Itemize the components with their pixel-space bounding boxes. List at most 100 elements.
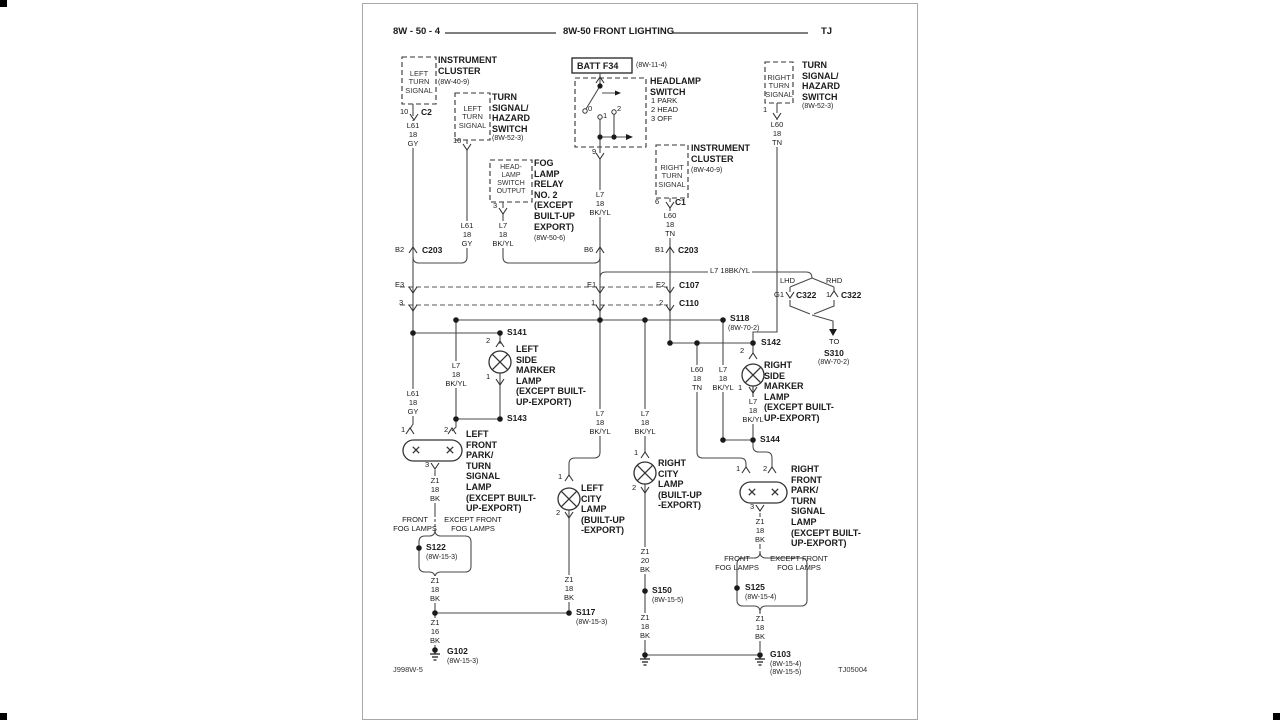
left-side-marker-lamp-icon [488,350,512,374]
hazard-left-pin: 10 [453,136,462,145]
splice-s117-ref: (8W-15-3) [576,619,608,626]
ground-g103: G103 [770,649,791,659]
c203-pin-b1: B1 [655,245,665,254]
left-city-pin2: 2 [556,508,561,517]
c322-rhd-pin: 1 [826,290,831,299]
to-s310-ref: (8W-70-2) [818,359,850,366]
c107-pin-e2: E2 [656,280,666,289]
wire-z1-left-mid: Z1 18 BK [428,576,442,603]
c2-connector-label: C2 [421,107,432,117]
hazard-left-box-label: LEFT TURN SIGNAL [458,104,487,130]
c110-pin-1: 1 [591,298,596,307]
hazard-switch-left-name: TURN SIGNAL/ HAZARD SWITCH [492,92,530,134]
wire-z1-right-park: Z1 18 BK [753,517,767,544]
c322-lhd-label: C322 [796,290,817,300]
headlamp-switch-name: HEADLAMP SWITCH [650,76,701,97]
fog-lamp-relay-name: FOG LAMP RELAY NO. 2 (EXCEPT BUILT-UP EX… [534,158,575,232]
wire-l7-left-city: L7 18 BK/YL [588,409,612,436]
to-s310-to: TO [829,337,840,346]
splice-s118-ref: (8W-70-2) [728,325,760,332]
c322-rhd-label: C322 [841,290,862,300]
c107-label: C107 [679,280,700,290]
wire-l61-c2: L61 18 GY [405,121,421,148]
right-city-name: RIGHT CITY LAMP (BUILT-UP -EXPORT) [658,458,702,511]
ground-symbols [430,650,765,666]
connector-pins-up [405,76,839,482]
to-s310-label: S310 [824,348,844,358]
right-side-marker-name: RIGHT SIDE MARKER LAMP (EXCEPT BUILT- UP… [764,360,834,424]
c2-pin-number: 10 [400,107,409,116]
splice-s125: S125 [745,582,765,592]
wire-z1-right-city: Z1 20 BK [638,547,652,574]
right-park-pin3: 3 [750,502,755,511]
right-park-pin1: 1 [736,464,741,473]
c110-pin-3: 3 [399,298,404,307]
lamp-symbols [402,350,788,511]
c203-label-left: C203 [422,245,443,255]
wire-z1-s125: Z1 18 BK [753,614,767,641]
wire-l61-left-park: L61 18 GY [405,389,421,416]
hazard-right-box-label: RIGHT TURN SIGNAL [765,73,793,99]
left-city-name: LEFT CITY LAMP (BUILT-UP -EXPORT) [581,483,625,536]
component-boxes [401,56,794,203]
right-city-lamp-icon [633,461,657,485]
headlamp-switch-symbol [582,90,633,140]
right-turn-signal-box-label: RIGHT TURN SIGNAL [658,163,686,189]
footer-left-code: J998W-5 [393,665,423,674]
left-park-pin3: 3 [425,460,430,469]
left-park-pin1: 1 [401,425,406,434]
switch-terminal-1: 1 [603,111,608,120]
ground-g102-ref: (8W-15-3) [447,658,479,665]
wire-l7-right-city: L7 18 BK/YL [633,409,657,436]
batt-fuse-label: BATT F34 [577,61,619,71]
branch-wire-label: L7 18BK/YL [708,266,753,276]
splice-s142: S142 [761,337,781,347]
wire-z1-left-city: Z1 18 BK [562,575,576,602]
headlamp-switch-pin9: 9 [592,147,597,156]
splice-s117: S117 [576,607,596,617]
batt-fuse-box [571,57,633,74]
fog-lamp-relay-ref: (8W-50-6) [534,235,566,242]
wire-z1-left-park: Z1 18 BK [428,476,442,503]
left-turn-signal-box-label: LEFT TURN SIGNAL [405,69,433,95]
wire-l60-c1: L60 18 TN [662,211,678,238]
right-marker-pin1: 1 [738,383,743,392]
instrument-cluster-left-name: INSTRUMENT CLUSTER [438,55,497,76]
vehicle-code: TJ [821,26,833,37]
connector-rows [400,286,668,306]
g103-ground-icon-2 [755,655,765,666]
switch-terminal-2: 2 [617,104,622,113]
right-marker-pin2: 2 [740,346,745,355]
wire-l7-right-marker: L7 18 BK/YL [741,397,765,424]
splice-s122: S122 [426,542,446,552]
left-park-turn-lamp-icon [402,439,463,462]
right-city-pin1: 1 [634,448,639,457]
splice-s141: S141 [507,327,527,337]
hazard-switch-left-ref: (8W-52-3) [492,135,524,142]
right-park-turn-name: RIGHT FRONT PARK/ TURN SIGNAL LAMP (EXCE… [791,464,861,549]
page-number: 8W - 50 - 4 [393,26,440,37]
c1-pin-number: 6 [655,197,660,206]
wire-l61-ts: L61 18 GY [459,221,475,248]
fog-relay-pin: 3 [493,201,498,210]
left-city-pin1: 1 [558,472,563,481]
c110-pin-2: 2 [659,298,664,307]
option-front-fog-right: FRONT FOG LAMPS [715,554,759,572]
option-except-front-fog-right: EXCEPT FRONT FOG LAMPS [770,554,828,572]
c203-pin-b6: B6 [584,245,594,254]
hazard-switch-right-name: TURN SIGNAL/ HAZARD SWITCH [802,60,840,102]
c110-label: C110 [679,298,699,308]
wire-l7-right: L7 18 BK/YL [711,365,735,392]
wire-l7-left-marker: L7 18 BK/YL [444,361,468,388]
left-city-lamp-icon [557,487,581,511]
splice-s122-ref: (8W-15-3) [426,554,458,561]
c322-lhd-pin: G1 [774,290,785,299]
c203-pin-b2: B2 [395,245,405,254]
ground-g103-ref: (8W-15-4) (8W-15-5) [770,661,802,677]
left-park-turn-name: LEFT FRONT PARK/ TURN SIGNAL LAMP (EXCEP… [466,429,536,514]
page-title: 8W-50 FRONT LIGHTING [563,26,675,37]
right-side-marker-lamp-icon [741,363,765,387]
